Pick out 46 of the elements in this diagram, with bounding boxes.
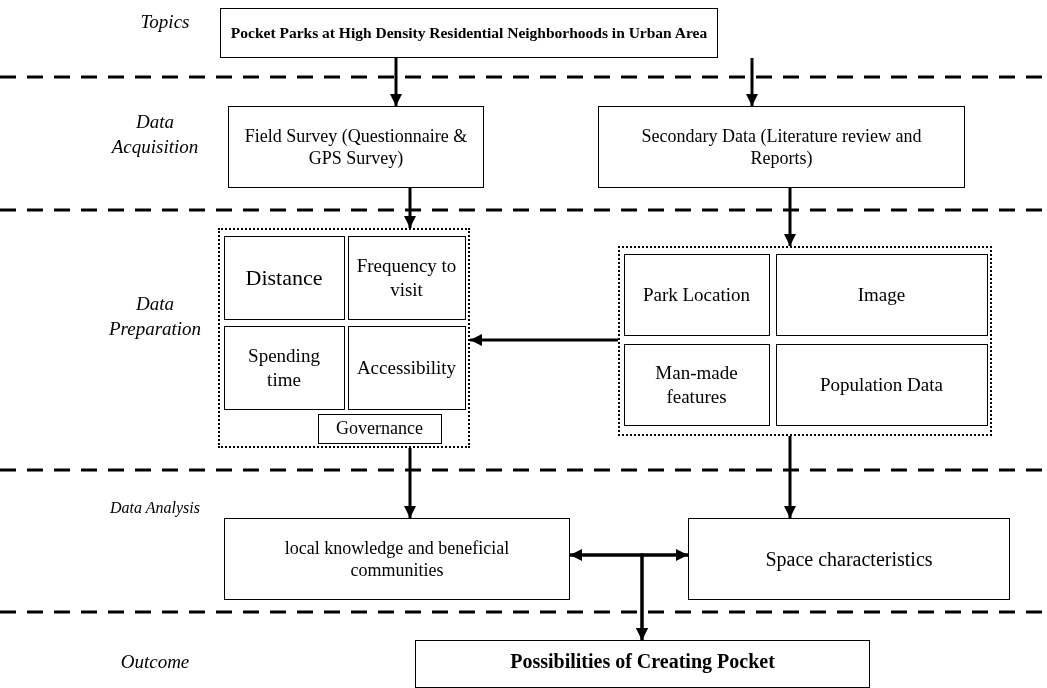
process-box bbox=[415, 640, 870, 688]
process-box bbox=[623, 343, 770, 426]
box-label: Spending time bbox=[247, 343, 321, 392]
process-box bbox=[347, 235, 466, 320]
arrow bbox=[636, 553, 688, 640]
arrow bbox=[390, 58, 402, 106]
row-heading: Data Analysis bbox=[109, 498, 201, 519]
dotted-group-frame bbox=[218, 228, 470, 448]
process-box bbox=[223, 235, 345, 320]
arrow bbox=[470, 334, 618, 346]
box-label: Field Survey (Questionnaire & GPS Survey) bbox=[243, 124, 469, 170]
box-label: Possibilities of Creating Pocket bbox=[510, 649, 775, 674]
row-heading: Outcome bbox=[119, 650, 191, 674]
row-heading: Topics bbox=[139, 10, 191, 34]
process-box bbox=[228, 106, 484, 188]
process-box bbox=[623, 253, 770, 336]
box-label: Man-made features bbox=[654, 360, 739, 409]
box-label: Image bbox=[857, 282, 906, 307]
box-label: Space characteristics bbox=[765, 546, 933, 572]
arrow bbox=[784, 436, 796, 518]
box-label: Pocket Parks at High Density Residential Neighborhoods in Urban Area bbox=[230, 23, 708, 43]
row-heading: Data Preparation bbox=[107, 292, 203, 341]
row-heading: Data Acquisition bbox=[110, 110, 200, 159]
box-label: Frequency to visit bbox=[355, 253, 458, 302]
process-box bbox=[598, 106, 965, 188]
box-label: Population Data bbox=[820, 372, 943, 397]
arrow bbox=[746, 58, 758, 106]
process-box bbox=[688, 518, 1010, 600]
arrow bbox=[570, 549, 688, 561]
process-box bbox=[347, 325, 466, 410]
box-label: Secondary Data (Literature review and Reports) bbox=[640, 124, 923, 170]
process-box bbox=[223, 325, 345, 410]
process-box bbox=[317, 413, 442, 444]
arrow bbox=[404, 448, 416, 518]
box-label: local knowledge and beneficial communities bbox=[283, 536, 511, 582]
process-box bbox=[224, 518, 570, 600]
process-box bbox=[220, 8, 718, 58]
process-box bbox=[775, 253, 988, 336]
arrow bbox=[784, 188, 796, 246]
box-label: Distance bbox=[245, 263, 323, 292]
arrow bbox=[404, 188, 416, 228]
process-box bbox=[775, 343, 988, 426]
box-label: Accessibility bbox=[356, 355, 457, 380]
box-label: Park Location bbox=[642, 282, 751, 307]
dotted-group-frame bbox=[618, 246, 992, 436]
box-label: Governance bbox=[336, 417, 423, 440]
